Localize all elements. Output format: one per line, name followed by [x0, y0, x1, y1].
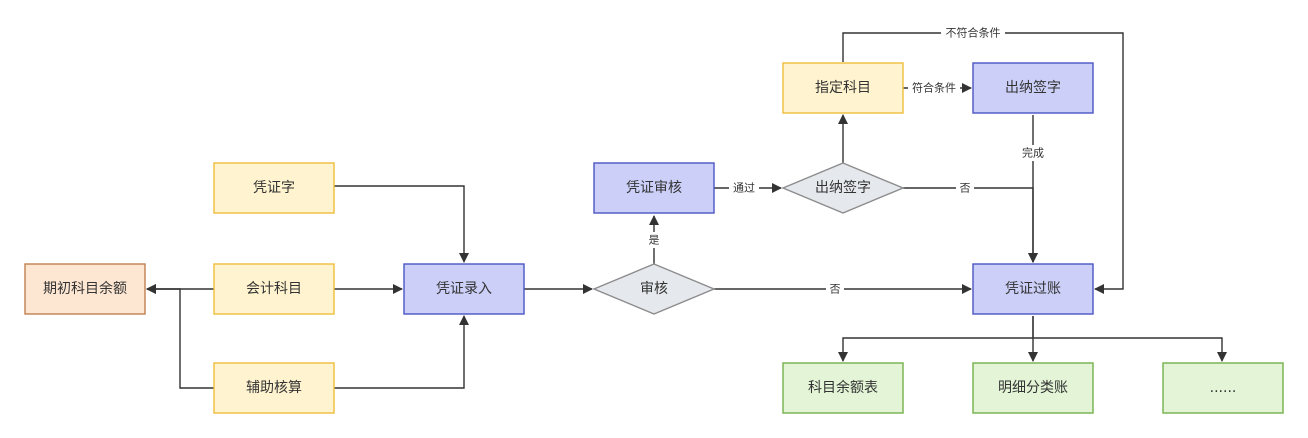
node-voucher-word-label: 凭证字 [253, 180, 295, 196]
node-opening-balance-label: 期初科目余额 [43, 280, 127, 297]
node-subject-balance-table-label: 科目余额表 [808, 379, 878, 396]
edge-label-not-meets-condition: 不符合条件 [946, 26, 1001, 40]
edge-label-no-cashier: 否 [960, 182, 971, 195]
node-cashier-sign: 出纳签字 [972, 62, 1094, 114]
node-review-decision-label: 审核 [640, 281, 668, 297]
edge-label-meets-condition: 符合条件 [912, 81, 956, 95]
node-auxiliary-accounting-label: 辅助核算 [246, 380, 302, 396]
edge-label-no-review: 否 [830, 283, 841, 296]
node-detail-ledger: 明细分类账 [972, 362, 1094, 414]
node-detail-ledger-label: 明细分类账 [998, 380, 1068, 396]
node-accounting-subject: 会计科目 [213, 263, 335, 315]
node-more: ...... [1162, 362, 1284, 414]
node-voucher-entry-label: 凭证录入 [436, 281, 492, 297]
edge-aux-to-entry [334, 315, 469, 389]
node-cashier-sign-decision-label: 出纳签字 [815, 179, 871, 196]
edge-label-done: 完成 [1022, 146, 1044, 160]
node-voucher-entry: 凭证录入 [403, 263, 525, 315]
node-voucher-review: 凭证审核 [593, 162, 715, 214]
node-voucher-review-label: 凭证审核 [626, 180, 682, 196]
node-accounting-subject-label: 会计科目 [246, 281, 302, 297]
node-cashier-sign-decision: 出纳签字 [781, 162, 905, 214]
node-voucher-word: 凭证字 [213, 162, 335, 214]
node-auxiliary-accounting: 辅助核算 [213, 362, 335, 414]
node-opening-balance: 期初科目余额 [24, 263, 146, 315]
node-voucher-posting: 凭证过账 [972, 263, 1094, 315]
edge-designate-to-posting [842, 32, 1124, 294]
edge-word-to-entry [334, 185, 469, 263]
edge-label-pass: 通过 [733, 182, 755, 195]
edge-posting-to-more [1033, 337, 1227, 362]
node-subject-balance-table: 科目余额表 [782, 362, 904, 414]
node-designate-subject: 指定科目 [782, 62, 904, 114]
node-voucher-posting-label: 凭证过账 [1005, 281, 1061, 297]
edge-cashier-decision-to-posting [903, 187, 1038, 263]
node-cashier-sign-label: 出纳签字 [1005, 79, 1061, 96]
node-designate-subject-label: 指定科目 [815, 80, 871, 96]
node-more-label: ...... [1210, 380, 1237, 396]
edge-label-yes: 是 [649, 234, 660, 247]
node-review-decision: 审核 [592, 263, 716, 315]
edge-posting-to-balance [838, 316, 1034, 362]
edge-aux-to-opening [146, 284, 214, 389]
